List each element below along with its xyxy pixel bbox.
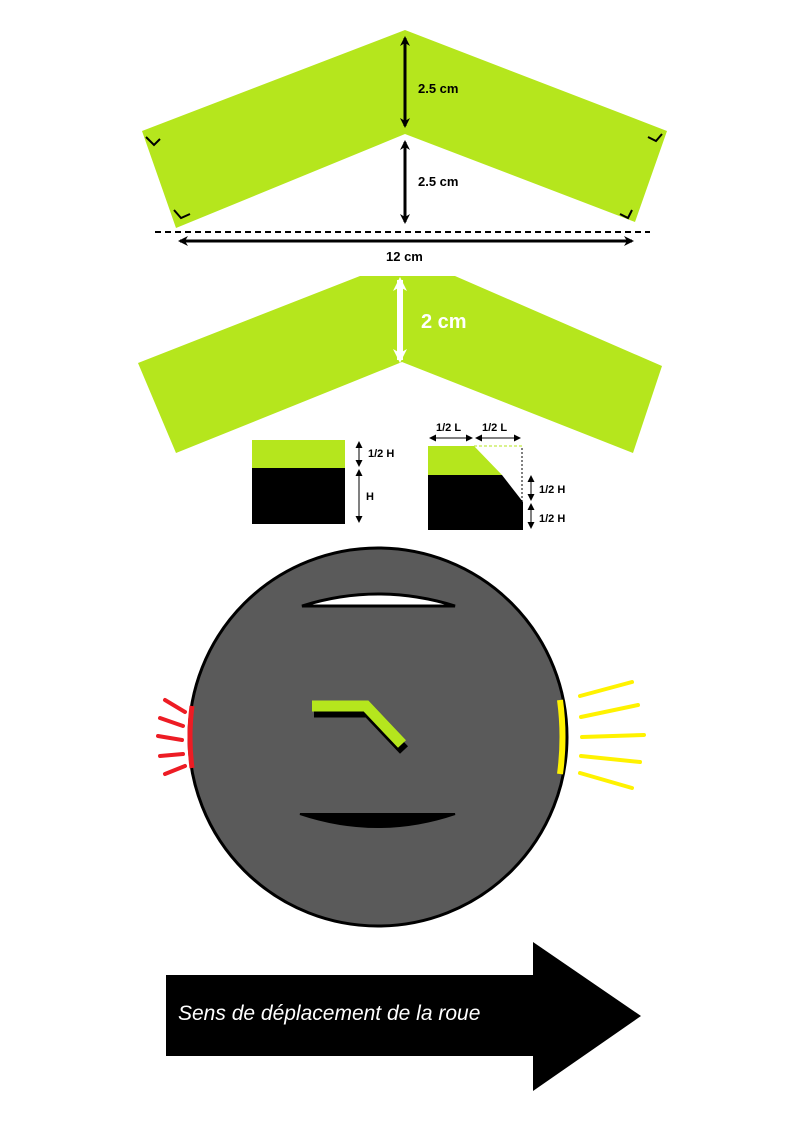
profile-square-body <box>252 468 345 524</box>
profile-bevel-top <box>428 446 502 475</box>
marker <box>312 700 406 748</box>
bottom-slot <box>299 813 456 828</box>
direction-arrow-shape <box>166 942 641 1091</box>
red-light <box>187 705 195 769</box>
top-chevron: 2.5 cm 2.5 cm 12 cm <box>142 30 667 264</box>
dim-label-upper: 1/2 H <box>539 484 565 496</box>
wheel <box>156 546 646 928</box>
right-angle-marker <box>145 136 161 147</box>
profile-square-top <box>252 440 345 468</box>
dim-label-upper: 2.5 cm <box>418 81 458 96</box>
red-light-rays <box>156 698 187 776</box>
direction-label: Sens de déplacement de la roue <box>178 1002 480 1025</box>
dim-label-width: 12 cm <box>386 249 423 264</box>
dim-label-lower: 1/2 H <box>539 513 565 525</box>
right-angle-marker <box>619 209 633 220</box>
yellow-light-rays <box>578 680 646 790</box>
dim-label-lower: 2.5 cm <box>418 174 458 189</box>
dim-label-right: 1/2 L <box>482 422 507 434</box>
dim-label-side: H <box>366 491 374 503</box>
second-chevron: 2 cm <box>138 276 662 453</box>
profile-square: 1/2 H H <box>252 440 394 524</box>
direction-arrow: Sens de déplacement de la roue <box>166 942 641 1091</box>
yellow-light <box>557 699 566 775</box>
profile-bevel-body <box>428 475 523 530</box>
second-chevron-shape <box>138 276 662 453</box>
dim-label-height: 2 cm <box>421 311 467 333</box>
dim-label-top: 1/2 H <box>368 448 394 460</box>
profile-bevel: 1/2 L 1/2 L 1/2 H 1/2 H <box>428 422 565 530</box>
right-angle-marker <box>647 133 663 143</box>
dim-label-left: 1/2 L <box>436 422 461 434</box>
top-chevron-shape <box>142 30 667 228</box>
right-angle-marker <box>173 209 191 220</box>
top-slot <box>301 592 456 608</box>
